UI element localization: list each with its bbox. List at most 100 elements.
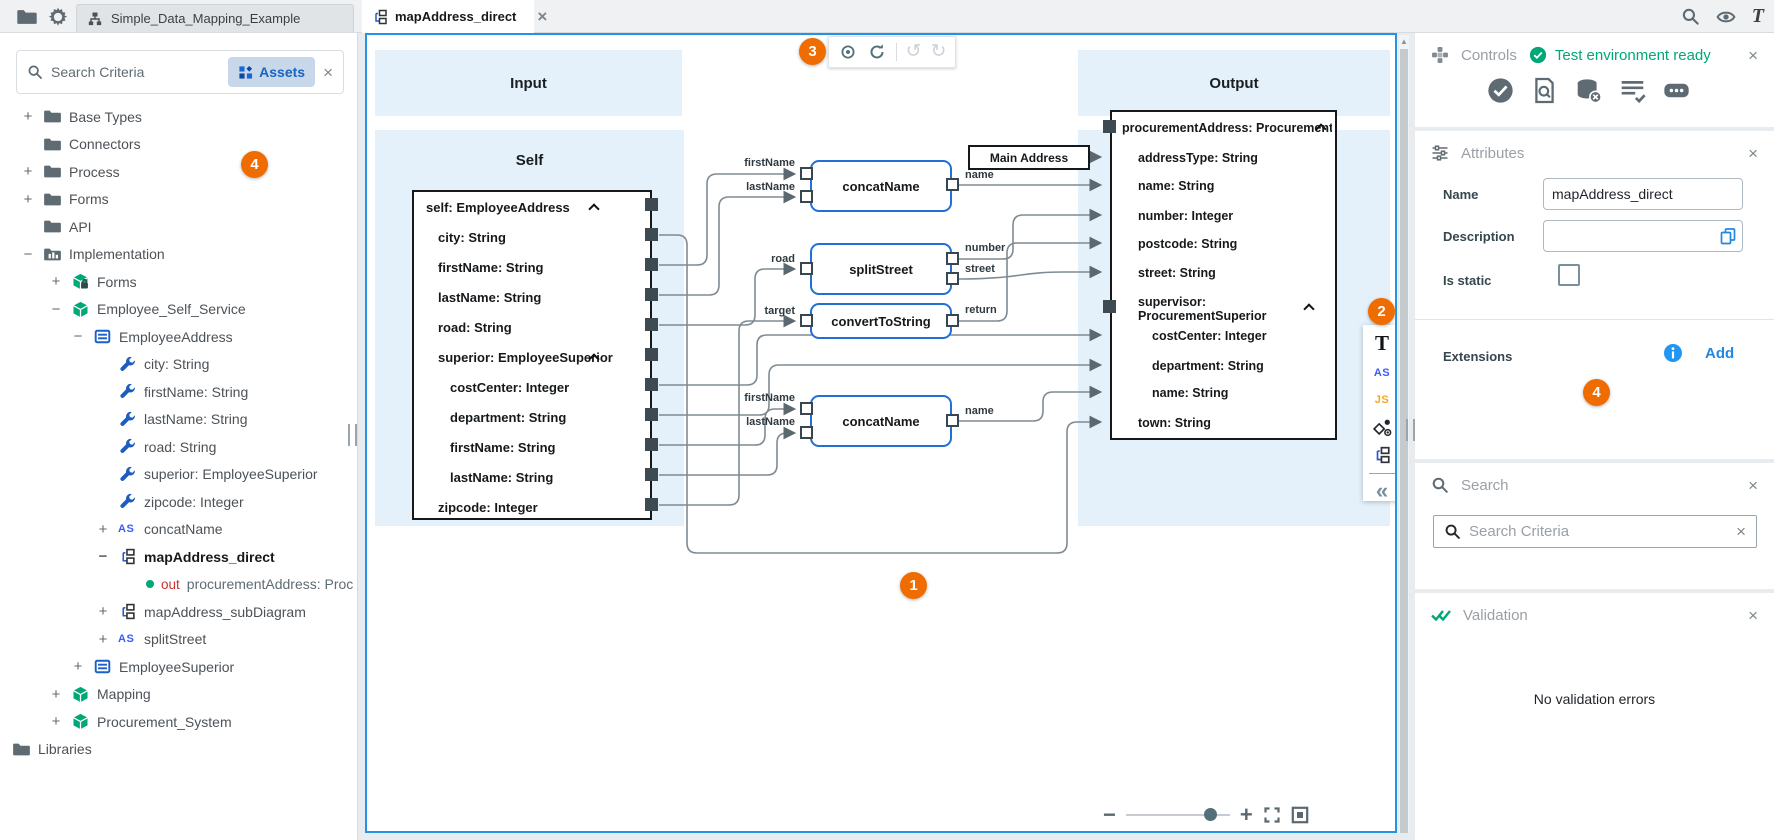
refresh-icon[interactable] bbox=[867, 42, 887, 62]
tree-item-firstname[interactable]: firstName: String bbox=[0, 378, 358, 406]
fit-view-icon[interactable] bbox=[1291, 806, 1309, 824]
search-icon[interactable] bbox=[1681, 7, 1700, 26]
collapse-chevron-icon[interactable] bbox=[588, 203, 600, 215]
port[interactable] bbox=[800, 190, 813, 203]
port[interactable] bbox=[645, 258, 658, 271]
collapse-icon[interactable] bbox=[70, 328, 86, 345]
port[interactable] bbox=[800, 314, 813, 327]
tree-item-procurement-system[interactable]: Procurement_System bbox=[0, 708, 358, 736]
port[interactable] bbox=[800, 262, 813, 275]
port[interactable] bbox=[645, 408, 658, 421]
tree-item-connectors[interactable]: Connectors bbox=[0, 131, 358, 159]
execute-icon[interactable] bbox=[1487, 77, 1514, 104]
close-attributes-icon[interactable] bbox=[1748, 145, 1758, 162]
expand-icon[interactable] bbox=[20, 191, 36, 208]
port[interactable] bbox=[1103, 120, 1116, 133]
tree-item-superior[interactable]: superior: EmployeeSuperior bbox=[0, 461, 358, 489]
tree-item-forms[interactable]: Forms bbox=[0, 186, 358, 214]
canvas-vertical-scrollbar[interactable]: ▲ bbox=[1399, 35, 1409, 833]
clear-search-icon[interactable] bbox=[323, 64, 333, 81]
function-concatname-1[interactable]: concatName bbox=[810, 160, 952, 212]
sidebar-search-input[interactable] bbox=[51, 64, 221, 80]
text-tool-icon[interactable] bbox=[1368, 331, 1395, 355]
collapse-icon[interactable] bbox=[95, 548, 111, 565]
output-node[interactable]: procurementAddress: ProcurementAddress a… bbox=[1110, 110, 1337, 440]
close-controls-icon[interactable] bbox=[1748, 47, 1758, 64]
tree-item-employee-self-service[interactable]: Employee_Self_Service bbox=[0, 296, 358, 324]
expand-icon[interactable] bbox=[95, 603, 111, 620]
zoom-in-icon[interactable] bbox=[1240, 804, 1253, 826]
function-splitstreet[interactable]: splitStreet bbox=[810, 243, 952, 295]
locate-target-icon[interactable] bbox=[838, 42, 858, 62]
port[interactable] bbox=[645, 348, 658, 361]
close-search-icon[interactable] bbox=[1748, 477, 1758, 494]
zoom-out-icon[interactable] bbox=[1103, 804, 1116, 826]
project-tab[interactable]: Simple_Data_Mapping_Example bbox=[76, 4, 354, 32]
expand-icon[interactable] bbox=[48, 273, 64, 290]
port[interactable] bbox=[645, 468, 658, 481]
name-input[interactable] bbox=[1543, 178, 1743, 210]
preview-eye-icon[interactable] bbox=[1716, 7, 1736, 27]
expand-icon[interactable] bbox=[95, 521, 111, 538]
port[interactable] bbox=[1103, 300, 1116, 313]
clear-data-icon[interactable] bbox=[1575, 77, 1602, 104]
folder-icon[interactable] bbox=[16, 6, 38, 28]
port[interactable] bbox=[645, 318, 658, 331]
tree-item-concatname[interactable]: concatName bbox=[0, 516, 358, 544]
function-concatname-2[interactable]: concatName bbox=[810, 395, 952, 447]
port[interactable] bbox=[946, 272, 959, 285]
tree-item-road[interactable]: road: String bbox=[0, 433, 358, 461]
expand-icon[interactable] bbox=[48, 686, 64, 703]
fullscreen-icon[interactable] bbox=[1263, 806, 1281, 824]
port[interactable] bbox=[645, 198, 658, 211]
add-extension-link[interactable]: Add bbox=[1705, 345, 1735, 362]
expand-icon[interactable] bbox=[48, 713, 64, 730]
action-script-tool-icon[interactable] bbox=[1368, 363, 1395, 382]
expand-icon[interactable] bbox=[20, 163, 36, 180]
tab-close-icon[interactable] bbox=[537, 8, 547, 25]
log-check-icon[interactable] bbox=[1619, 77, 1646, 104]
sidebar-resize-handle[interactable] bbox=[348, 424, 357, 446]
tab-mapaddress-direct[interactable]: mapAddress_direct bbox=[362, 0, 534, 33]
tree-item-splitstreet[interactable]: splitStreet bbox=[0, 626, 358, 654]
port[interactable] bbox=[645, 228, 658, 241]
tree-item-api[interactable]: API bbox=[0, 213, 358, 241]
scrollbar-thumb[interactable] bbox=[1400, 49, 1408, 833]
tree-item-city[interactable]: city: String bbox=[0, 351, 358, 379]
function-converttostring[interactable]: convertToString bbox=[810, 303, 952, 339]
port[interactable] bbox=[800, 426, 813, 439]
undo-icon[interactable] bbox=[906, 42, 922, 62]
tree-item-mapaddress-direct[interactable]: mapAddress_direct bbox=[0, 543, 358, 571]
expand-icon[interactable] bbox=[20, 108, 36, 125]
port[interactable] bbox=[645, 498, 658, 511]
tree-item-employeesuperior[interactable]: EmployeeSuperior bbox=[0, 653, 358, 681]
tree-item-mapping[interactable]: Mapping bbox=[0, 681, 358, 709]
javascript-tool-icon[interactable] bbox=[1368, 390, 1395, 409]
constant-main-address[interactable]: Main Address bbox=[968, 145, 1090, 170]
doc-search-icon[interactable] bbox=[1531, 77, 1558, 104]
tree-item-base-types[interactable]: Base Types bbox=[0, 103, 358, 131]
panel-resize-handle[interactable] bbox=[1406, 419, 1415, 441]
condition-tool-icon[interactable] bbox=[1368, 418, 1396, 437]
port[interactable] bbox=[946, 414, 959, 427]
port[interactable] bbox=[800, 402, 813, 415]
port[interactable] bbox=[800, 167, 813, 180]
port[interactable] bbox=[946, 252, 959, 265]
redo-icon[interactable] bbox=[931, 42, 947, 62]
zoom-slider[interactable] bbox=[1125, 808, 1230, 821]
subdiagram-tool-icon[interactable] bbox=[1368, 445, 1396, 464]
gear-icon[interactable] bbox=[47, 6, 69, 28]
port[interactable] bbox=[946, 314, 959, 327]
tree-item-implementation[interactable]: Implementation bbox=[0, 241, 358, 269]
tree-item-process[interactable]: Process bbox=[0, 158, 358, 186]
tree-item-libraries[interactable]: Libraries bbox=[0, 736, 358, 764]
description-input[interactable] bbox=[1543, 220, 1743, 252]
close-validation-icon[interactable] bbox=[1748, 607, 1758, 624]
collapse-toolbar-icon[interactable] bbox=[1368, 482, 1395, 501]
self-node[interactable]: self: EmployeeAddress city: String first… bbox=[412, 190, 652, 520]
typography-icon[interactable]: T bbox=[1751, 5, 1764, 27]
port[interactable] bbox=[645, 288, 658, 301]
tree-item-zipcode[interactable]: zipcode: Integer bbox=[0, 488, 358, 516]
expand-icon[interactable] bbox=[95, 631, 111, 648]
